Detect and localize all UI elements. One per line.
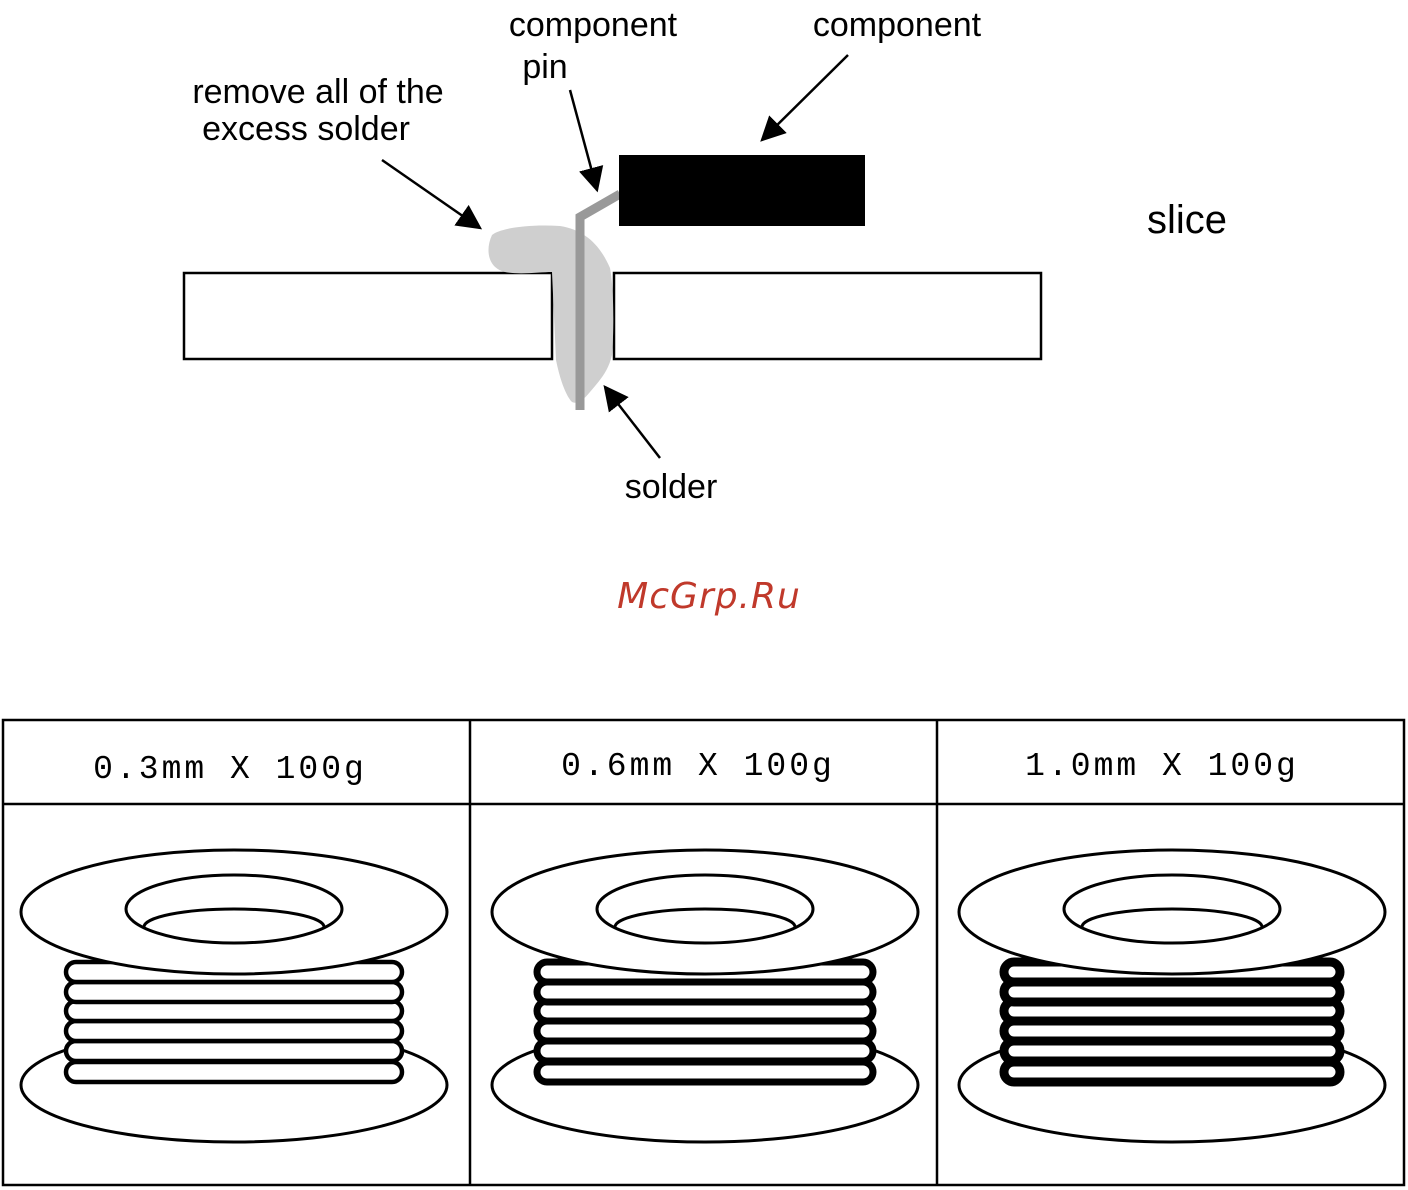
label-remove-2: excess solder <box>202 110 410 148</box>
arrow-excess-solder <box>382 160 480 228</box>
spool-table: 0.3mm X 100g 0.6mm X 100g 1.0mm X 100g <box>3 720 1404 1185</box>
label-remove-1: remove all of the <box>192 73 443 111</box>
label-component-pin-2: pin <box>522 48 567 86</box>
spool-label-0-3mm: 0.3mm X 100g <box>93 751 367 788</box>
watermark: McGrp.Ru <box>617 576 801 617</box>
spool-label-1-0mm: 1.0mm X 100g <box>1025 748 1299 785</box>
board-right <box>614 273 1041 359</box>
label-solder: solder <box>625 468 718 506</box>
spool-1-0mm <box>959 850 1385 1142</box>
arrow-component <box>762 55 848 140</box>
spool-label-0-6mm: 0.6mm X 100g <box>561 748 835 785</box>
wire-winding <box>537 1062 873 1082</box>
wire-winding <box>66 982 402 1002</box>
label-slice: slice <box>1147 198 1227 242</box>
cross-section: component pin component remove all of th… <box>184 6 1227 506</box>
label-component-pin-1: component <box>509 6 678 44</box>
board-left <box>184 273 552 359</box>
spool-0-6mm <box>492 850 918 1142</box>
arrow-solder <box>605 387 660 458</box>
wire-winding <box>66 1021 402 1041</box>
component-body <box>619 155 865 226</box>
wire-winding <box>66 1041 402 1061</box>
spool-0-3mm <box>21 850 447 1142</box>
label-component: component <box>813 6 982 44</box>
wire-winding <box>66 1062 402 1082</box>
arrow-component-pin <box>570 90 597 190</box>
